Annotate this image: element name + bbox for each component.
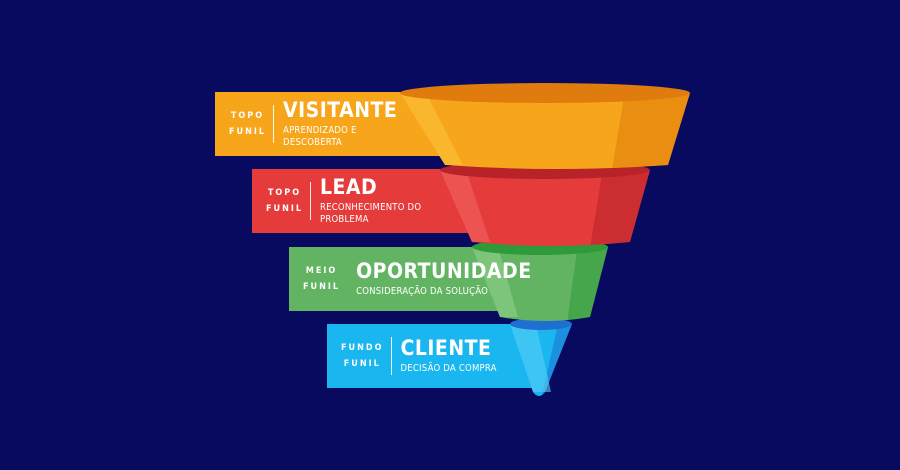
stage-position: FUNDO FUNIL (341, 340, 384, 372)
stage-lead-band-highlight (440, 170, 490, 242)
stage-text: OPORTUNIDADE CONSIDERAÇÃO DA SOLUÇÃO (356, 260, 532, 298)
stage-description: DECISÃO DA COMPRA (400, 363, 497, 374)
stage-cliente-band-top (510, 318, 572, 330)
stage-description: CONSIDERAÇÃO DA SOLUÇÃO (356, 286, 489, 297)
stage-text: LEAD RECONHECIMENTO DO PROBLEMA (320, 176, 460, 226)
stage-description: APRENDIZADO E DESCOBERTA (283, 125, 357, 148)
stage-cliente-band-highlight (510, 324, 551, 392)
stage-text: VISITANTE APRENDIZADO E DESCOBERTA (283, 99, 415, 149)
stage-lead-band-shade (590, 170, 650, 245)
stage-text: CLIENTE DECISÃO DA COMPRA (401, 337, 497, 375)
stage-position-line1: TOPO (230, 111, 265, 121)
stage-position-line2: FUNIL (343, 359, 381, 369)
stage-position-line2: FUNIL (303, 282, 341, 292)
stage-oportunidade-ribbon (289, 247, 512, 311)
stage-position: TOPO FUNIL (266, 185, 303, 217)
stage-divider (390, 337, 392, 375)
stage-divider (273, 105, 275, 143)
stage-divider (310, 182, 311, 220)
stage-oportunidade-band-shade (567, 247, 608, 320)
stage-position-line2: FUNIL (266, 204, 304, 214)
stage-position-line2: FUNIL (229, 127, 267, 137)
stage-name: CLIENTE (400, 336, 492, 360)
stage-lead-ribbon (252, 169, 495, 233)
stage-visitante-label: TOPO FUNIL VISITANTE APRENDIZADO E DESCO… (215, 92, 415, 156)
stage-visitante-band-highlight (400, 93, 463, 165)
stage-position: TOPO FUNIL (229, 108, 266, 140)
stage-oportunidade-band-highlight (472, 247, 518, 317)
stage-position-line1: MEIO (305, 266, 338, 276)
stage-position: MEIO FUNIL (303, 263, 340, 295)
stage-lead-label: TOPO FUNIL LEAD RECONHECIMENTO DO PROBLE… (252, 169, 460, 233)
stage-oportunidade-label: MEIO FUNIL OPORTUNIDADE CONSIDERAÇÃO DA … (289, 247, 531, 311)
stage-visitante-band-shade (612, 93, 690, 168)
stage-name: LEAD (319, 175, 378, 199)
stage-visitante-ribbon (215, 92, 440, 156)
stage-description: RECONHECIMENTO DO PROBLEMA (319, 202, 422, 225)
stage-name: OPORTUNIDADE (356, 259, 532, 283)
stage-cliente-ribbon (327, 324, 545, 388)
stage-position-line1: FUNDO (341, 343, 384, 353)
stage-name: VISITANTE (283, 98, 398, 122)
stage-cliente-band-shade (542, 324, 572, 395)
stage-position-line1: TOPO (267, 188, 302, 198)
stage-cliente-label: FUNDO FUNIL CLIENTE DECISÃO DA COMPRA (327, 324, 507, 388)
stage-visitante-band-top (400, 83, 690, 103)
